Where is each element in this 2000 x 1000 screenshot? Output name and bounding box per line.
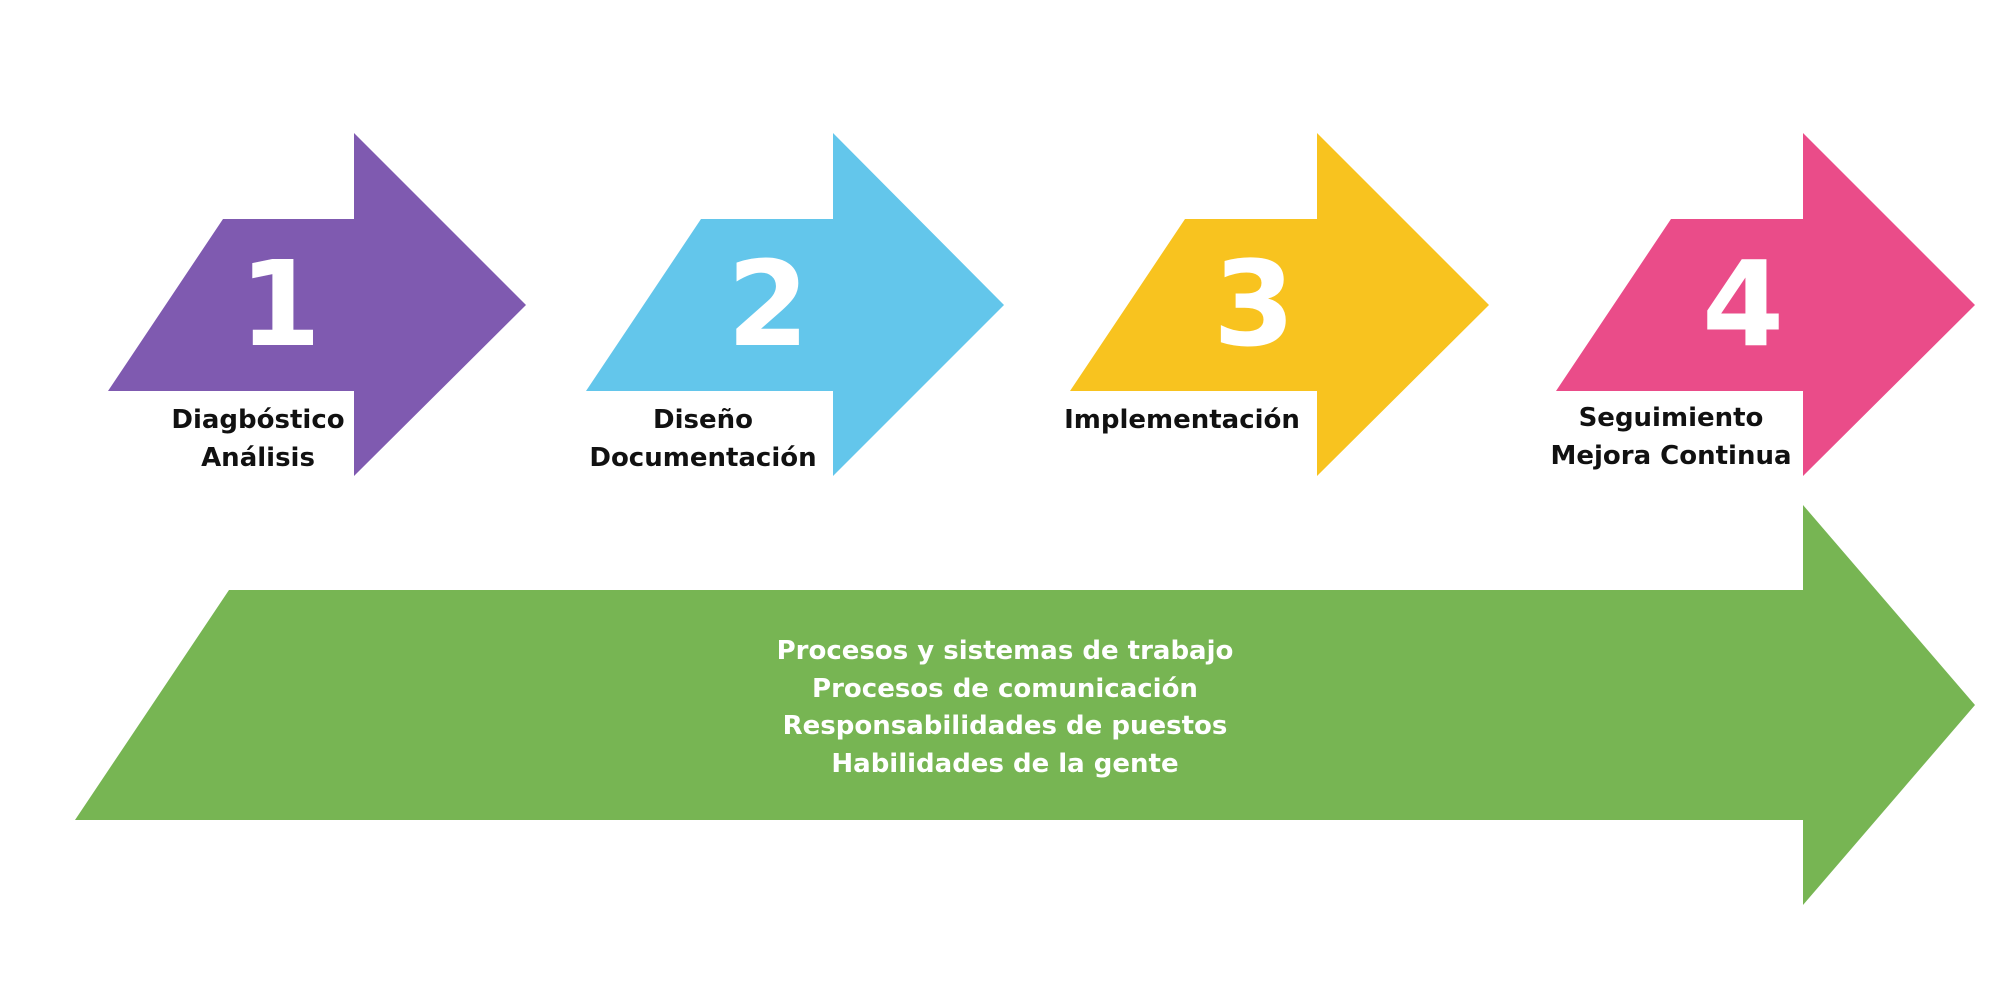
step-2-number: 2 — [727, 235, 809, 373]
step-3-label-line-1: Implementación — [1064, 405, 1300, 435]
banner: Procesos y sistemas de trabajo Procesos … — [75, 505, 1975, 905]
step-3-number: 3 — [1213, 235, 1295, 373]
step-3-arrow — [1070, 133, 1489, 476]
step-1: 1 Diagbóstico Análisis — [108, 133, 526, 476]
banner-line-3: Responsabilidades de puestos — [783, 711, 1228, 741]
step-2-label-line-2: Documentación — [589, 443, 816, 473]
step-2: 2 Diseño Documentación — [586, 133, 1004, 476]
step-2-label-line-1: Diseño — [653, 405, 753, 435]
banner-line-2: Procesos de comunicación — [812, 674, 1198, 704]
step-2-arrow — [586, 133, 1004, 476]
banner-line-4: Habilidades de la gente — [831, 749, 1178, 779]
step-4: 4 Seguimiento Mejora Continua — [1550, 133, 1975, 476]
step-1-arrow — [108, 133, 526, 476]
step-4-label-line-2: Mejora Continua — [1550, 441, 1791, 471]
step-1-number: 1 — [239, 235, 321, 373]
banner-line-1: Procesos y sistemas de trabajo — [777, 636, 1234, 666]
step-4-arrow — [1556, 133, 1975, 476]
step-4-number: 4 — [1702, 235, 1784, 373]
step-1-label-line-1: Diagbóstico — [171, 405, 344, 435]
step-1-label-line-2: Análisis — [201, 443, 315, 473]
step-3: 3 Implementación — [1064, 133, 1489, 476]
banner-arrow — [75, 505, 1975, 905]
step-4-label-line-1: Seguimiento — [1579, 403, 1764, 433]
